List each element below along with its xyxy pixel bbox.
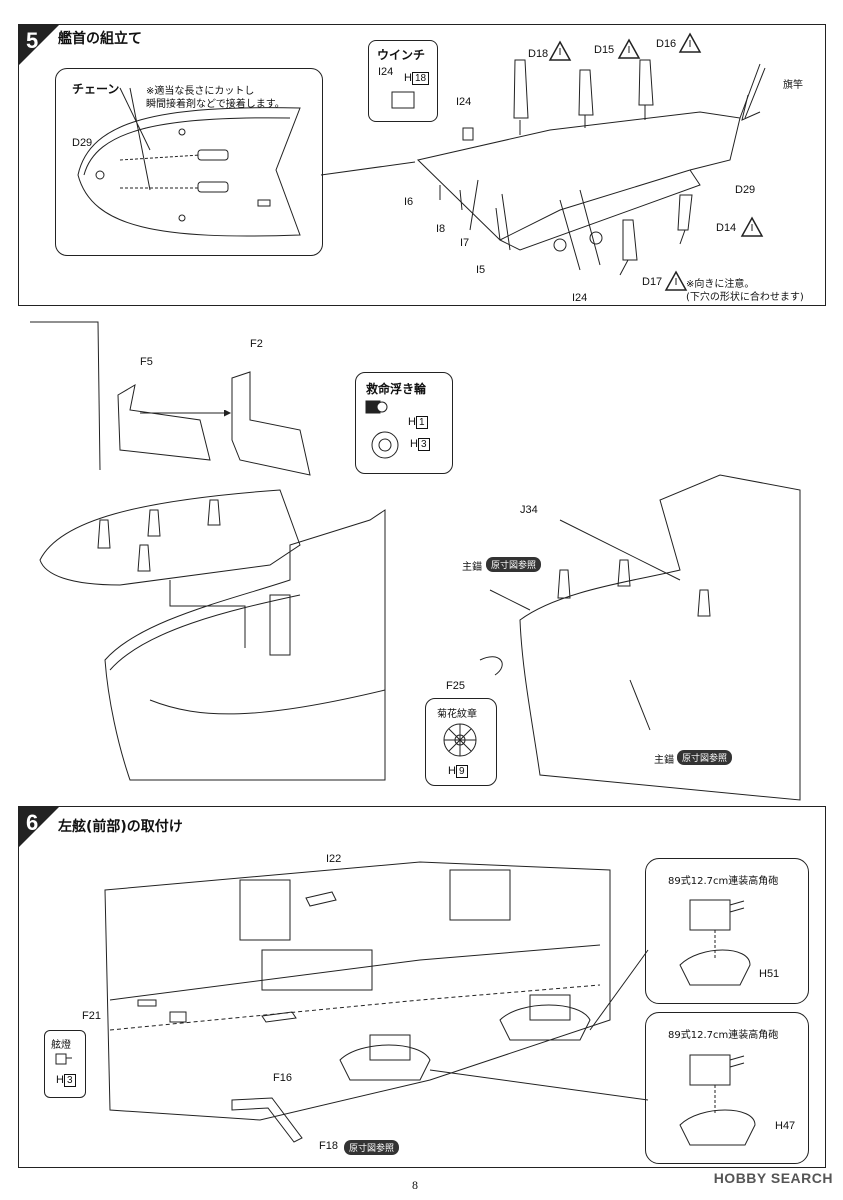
- label-i24-bottom: I24: [572, 292, 588, 304]
- label-anchor-1: 主錨: [462, 562, 482, 573]
- chain-leader-line: [320, 161, 416, 176]
- gun-panel-top: [645, 858, 809, 1004]
- chrysanthemum-emblem-icon: [443, 723, 477, 757]
- label-anchor-2: 主錨: [654, 755, 674, 766]
- lifebuoy-h3-num: 3: [417, 438, 430, 451]
- warning-icon-d18: [548, 40, 572, 61]
- f18-part: [231, 1097, 303, 1143]
- lifebuoy-h1-num: 1: [415, 416, 428, 429]
- lifebuoy-panel: [355, 372, 453, 474]
- step6-number-text: 6: [26, 810, 39, 835]
- label-d16: D16: [656, 38, 677, 50]
- label-d17: D17: [642, 276, 663, 288]
- label-i24-top: I24: [456, 96, 472, 108]
- winch-part-i24: I24: [378, 66, 394, 78]
- gun-drawing-top: [679, 899, 751, 986]
- label-d15: D15: [594, 44, 615, 56]
- gun-panel-bottom-title: 89式12.7cm連装高角砲: [668, 1030, 779, 1041]
- winch-h-num: 18: [411, 72, 430, 85]
- fore-deck-drawing: [39, 489, 301, 648]
- emblem-panel: [425, 698, 497, 786]
- step6-title: 左舷(前部)の取付け: [58, 819, 183, 835]
- hull-drawing-right: [479, 474, 801, 801]
- label-d18: D18: [528, 48, 549, 60]
- label-i22: I22: [326, 853, 342, 865]
- lifebuoy-icon: [365, 400, 399, 459]
- ref-badge-1: 原寸図参照: [486, 557, 542, 572]
- chain-note-line2: 瞬間接着剤などで接着します。: [146, 99, 285, 110]
- chain-panel-title: チェーン: [72, 82, 120, 96]
- gun-part-h51: H51: [759, 968, 780, 980]
- port-hull-drawing: [104, 861, 611, 1121]
- label-i8: I8: [436, 223, 446, 235]
- warning-icon-d17: [664, 270, 688, 291]
- lamp-title: 舷燈: [51, 1040, 71, 1051]
- turret-drawing-2: [499, 994, 591, 1041]
- chain-part-d29: D29: [72, 137, 93, 149]
- step5-title: 艦首の組立て: [58, 31, 142, 47]
- gun-panel-top-title: 89式12.7cm連装高角砲: [668, 876, 779, 887]
- gun-panel-bottom: [645, 1012, 809, 1164]
- warning-icon-d16: [678, 32, 702, 53]
- chain-deck-drawing: [77, 87, 301, 237]
- lifebuoy-h1-prefix: H: [408, 416, 416, 428]
- label-f25: F25: [446, 680, 465, 692]
- label-f2: F2: [250, 338, 263, 350]
- label-flagpole: 旗竿: [783, 80, 803, 91]
- f16-part: [261, 1011, 297, 1023]
- watermark: HOBBY SEARCH: [713, 1170, 833, 1186]
- emblem-h-prefix: H: [448, 765, 456, 777]
- label-f16: F16: [273, 1072, 292, 1084]
- step5-number-text: 5: [26, 28, 39, 53]
- ref-badge-f18: 原寸図参照: [344, 1140, 400, 1155]
- middle-leader-line: [30, 321, 101, 471]
- winch-h-prefix: H: [404, 72, 412, 84]
- winch-title: ウインチ: [377, 48, 426, 62]
- lifebuoy-title: 救命浮き輪: [366, 382, 427, 396]
- gun-leader-lines: [429, 949, 649, 1101]
- bulwark-parts-drawing: [117, 371, 311, 476]
- label-i5: I5: [476, 264, 486, 276]
- label-d14: D14: [716, 222, 737, 234]
- hull-drawing-left: [104, 509, 386, 781]
- page-number: 8: [412, 1178, 418, 1192]
- label-f21: F21: [82, 1010, 101, 1022]
- warning-icon-d14: [740, 216, 764, 237]
- bow-deck-assembly: [391, 59, 766, 276]
- f21-part: [137, 999, 187, 1023]
- label-f18: F18: [319, 1140, 338, 1152]
- label-j34: J34: [520, 504, 538, 516]
- label-f5: F5: [140, 356, 153, 368]
- lifebuoy-h3-prefix: H: [410, 438, 418, 450]
- emblem-h-num: 9: [455, 765, 468, 778]
- label-d29: D29: [735, 184, 756, 196]
- label-i6: I6: [404, 196, 414, 208]
- lamp-icon: [55, 1053, 72, 1065]
- label-i7: I7: [460, 237, 470, 249]
- emblem-title: 菊花紋章: [437, 709, 477, 720]
- warning-icon-d15: [617, 38, 641, 59]
- chain-note-line1: ※適当な長さにカットし: [146, 86, 255, 97]
- d17-note-line2: (下穴の形状に合わせます): [686, 292, 804, 303]
- gun-drawing-bottom: [679, 1054, 756, 1146]
- lamp-h-num: 3: [63, 1074, 76, 1087]
- d17-note-line1: ※向きに注意。: [686, 279, 755, 290]
- gun-part-h47: H47: [775, 1120, 796, 1132]
- chain-detail-panel: [55, 68, 323, 256]
- lamp-h-prefix: H: [56, 1074, 64, 1086]
- turret-drawing-1: [339, 1034, 431, 1081]
- ref-badge-2: 原寸図参照: [677, 750, 733, 765]
